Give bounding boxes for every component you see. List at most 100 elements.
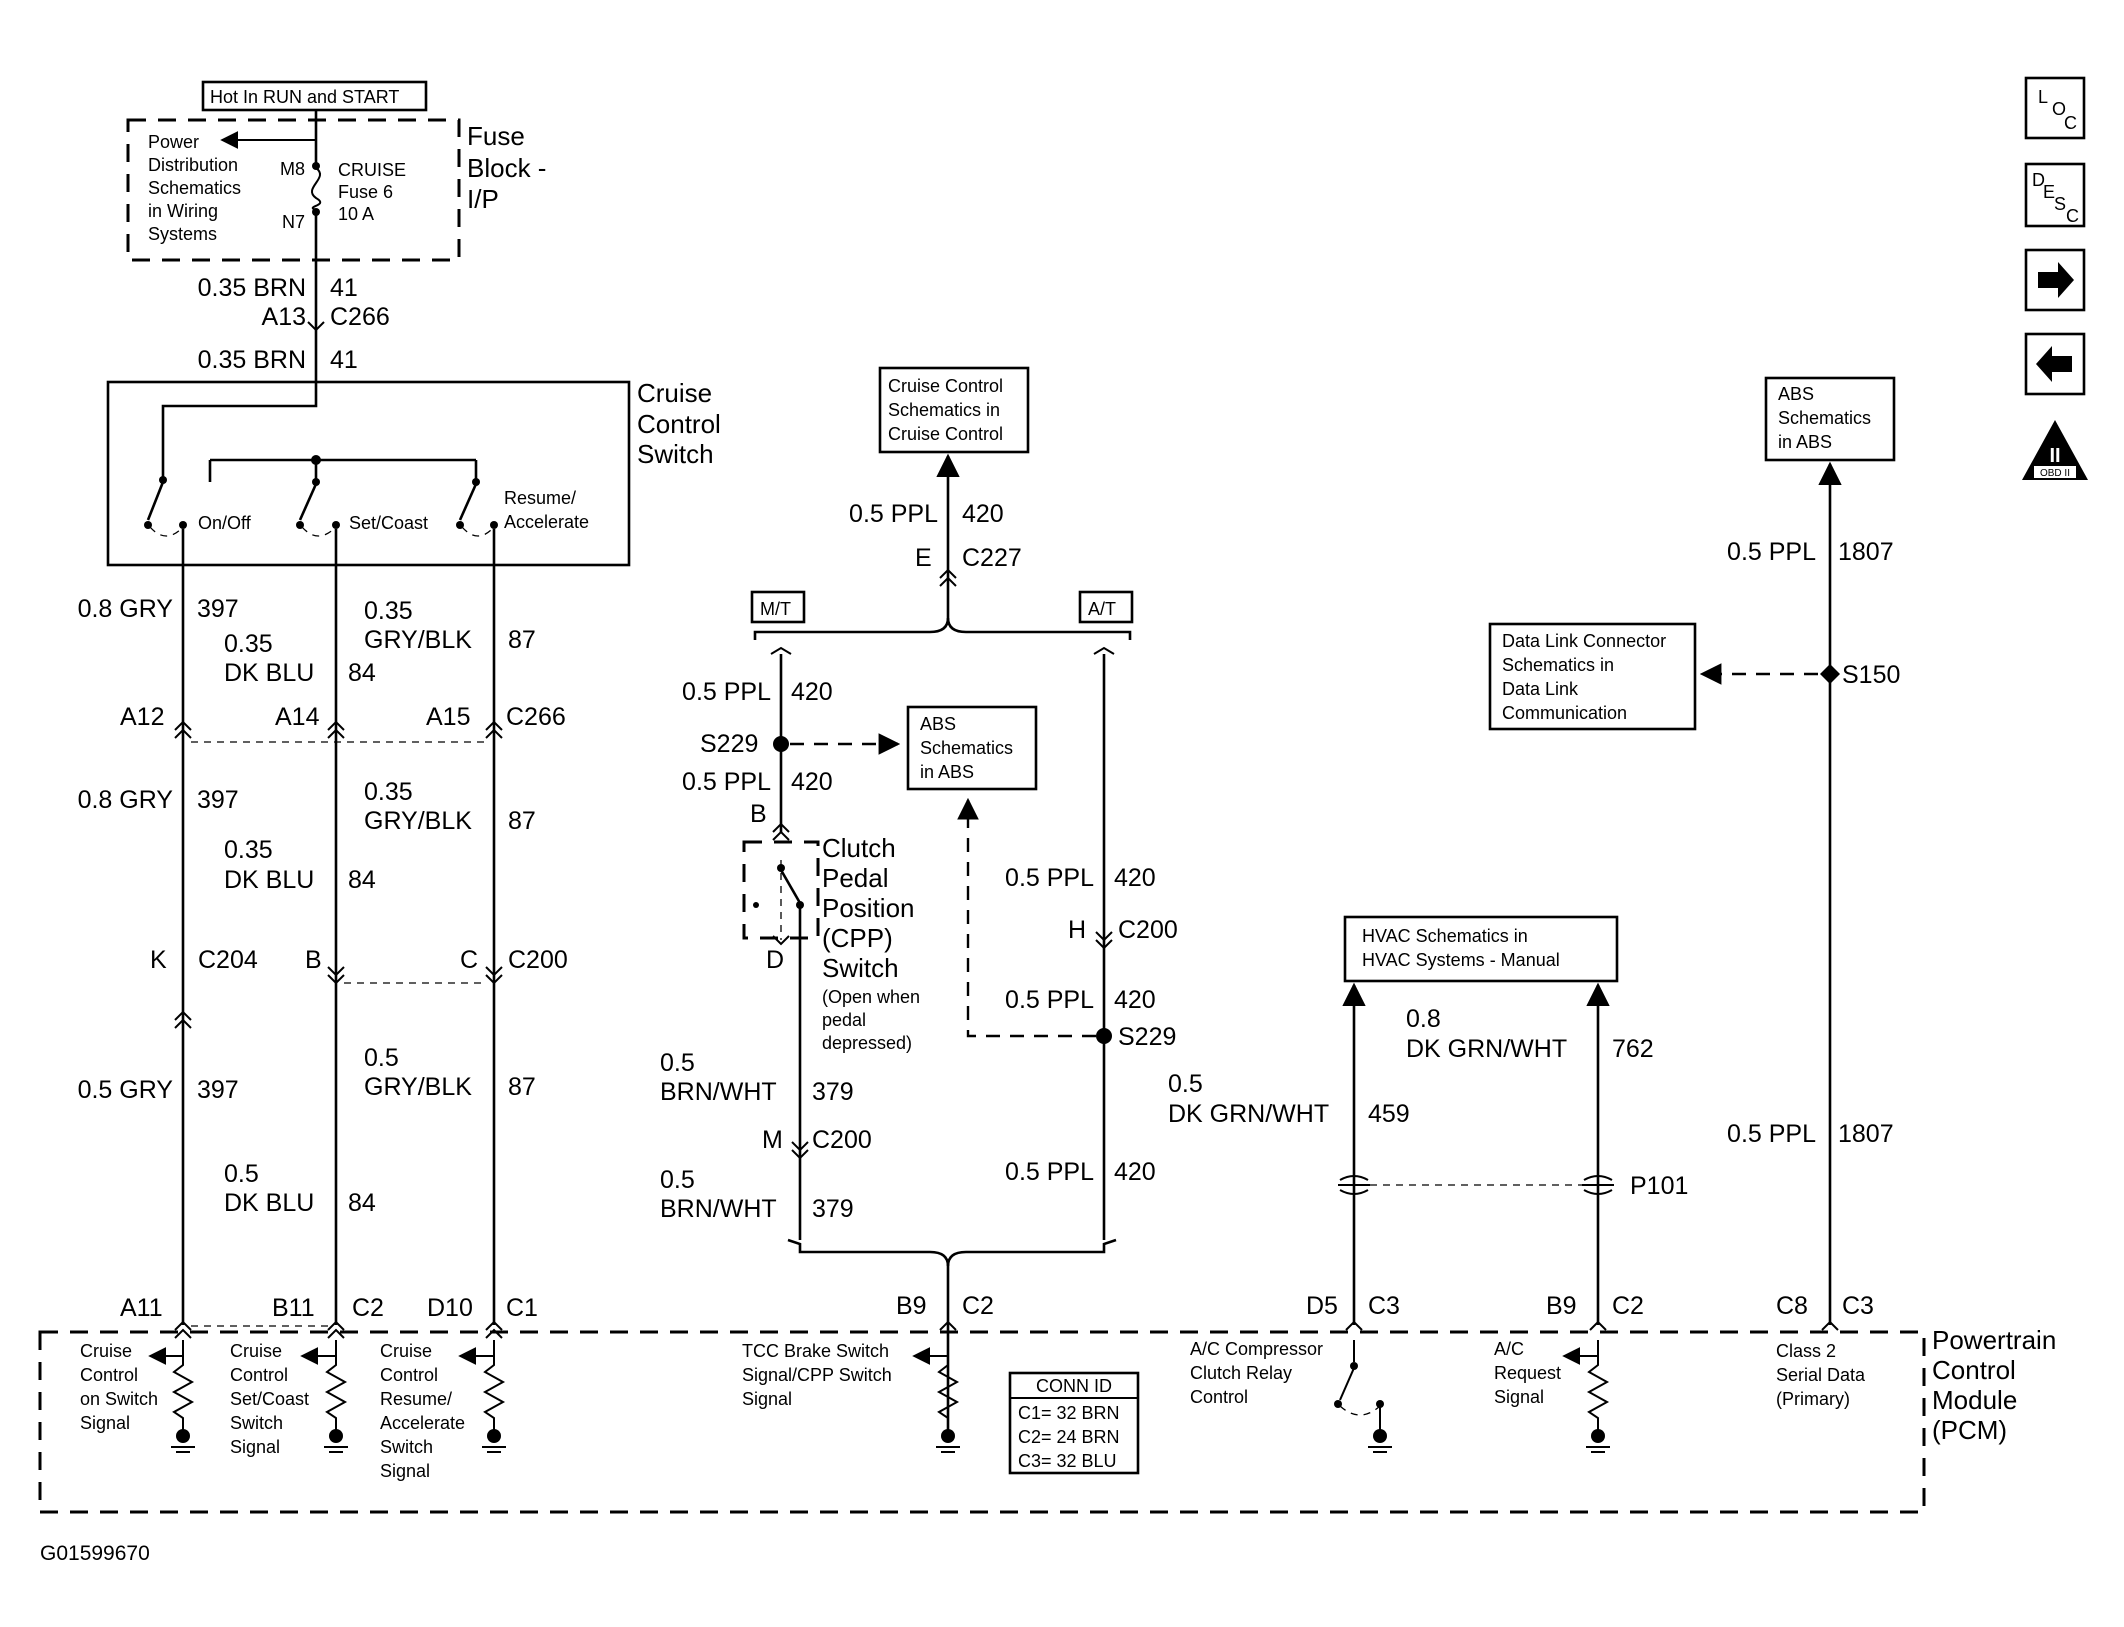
s229-label-a: S229	[700, 730, 758, 758]
abs-right-line-1: ABS	[1778, 384, 1814, 404]
fuse-label-1: CRUISE	[338, 160, 406, 180]
mt-tag: M/T	[760, 599, 791, 619]
fuse-block-outline	[126, 118, 461, 262]
wire-397-circuit-c: 397	[197, 1076, 239, 1104]
right-section: ABS Schematics in ABS 0.5 PPL 1807 Data …	[1488, 376, 1900, 1325]
wire-459-size-1: 0.5	[1168, 1070, 1203, 1098]
center-section: Cruise Control Schematics in Cruise Cont…	[660, 366, 1178, 1440]
obd-roman: II	[2049, 445, 2060, 467]
c200-pin-c: C	[460, 946, 478, 974]
sig-ac-req-1: A/C	[1494, 1339, 1524, 1359]
pcm-title-3: Module	[1932, 1385, 2017, 1415]
hot-label-box	[201, 80, 428, 112]
wire-87-size-b-2: GRY/BLK	[364, 807, 472, 835]
on-off-contact	[146, 481, 165, 521]
pcm-module: Powertrain Control Module (PCM) A11 B11 …	[38, 1292, 2056, 1514]
brn-379-size-a-2: BRN/WHT	[660, 1078, 777, 1106]
dlc-line-4: Communication	[1502, 703, 1627, 723]
pcm-pin-c2c: C2	[1612, 1292, 1644, 1320]
abs-right-line-2: Schematics	[1778, 408, 1871, 428]
obd-triangle-icon	[2022, 420, 2088, 480]
pcm-pin-c2a: C2	[352, 1294, 384, 1322]
sig-ac-relay-3: Control	[1190, 1387, 1248, 1407]
cruise-switch-title-3: Switch	[637, 439, 714, 469]
mt-420-size-2: 0.5 PPL	[682, 768, 771, 796]
loc-o: O	[2052, 99, 2066, 119]
c266-top-conn: C266	[330, 303, 390, 331]
sig-on-2: Control	[80, 1365, 138, 1385]
fuse-element	[310, 167, 322, 211]
dlc-line-1: Data Link Connector	[1502, 631, 1666, 651]
nav-loc-button[interactable]: L O C	[2024, 76, 2086, 140]
ac-relay-contact	[1339, 1367, 1355, 1401]
brn-379-circuit-b: 379	[812, 1195, 854, 1223]
c200-m-conn: C200	[812, 1126, 872, 1154]
sig-res-1: Cruise	[380, 1341, 432, 1361]
c227-conn: C227	[962, 544, 1022, 572]
on-off-label: On/Off	[198, 513, 252, 533]
sig-res-6: Signal	[380, 1461, 430, 1481]
cruise-control-switch: Cruise Control Switch On/Off Set/Coast R…	[106, 378, 721, 567]
cc-box-line-3: Cruise Control	[888, 424, 1003, 444]
at-420-circuit-3: 420	[1114, 1158, 1156, 1186]
nav-desc-button[interactable]: D E S C	[2024, 162, 2086, 228]
wire-1807-size-1: 0.5 PPL	[1727, 538, 1816, 566]
at-tag: A/T	[1088, 599, 1116, 619]
wire-87-circuit-a: 87	[508, 626, 536, 654]
sig-res-3: Resume/	[380, 1389, 452, 1409]
sig-set-3: Set/Coast	[230, 1389, 309, 1409]
wire-84-circuit-a: 84	[348, 659, 376, 687]
conn-id-title: CONN ID	[1036, 1376, 1112, 1396]
conn-id-table: CONN ID C1= 32 BRN C2= 24 BRN C3= 32 BLU	[1008, 1371, 1140, 1475]
cpp-note-2: pedal	[822, 1010, 866, 1030]
conn-id-row-1: C1= 32 BRN	[1018, 1403, 1120, 1423]
wire-459-size-2: DK GRN/WHT	[1168, 1100, 1329, 1128]
wire-397-size-c: 0.5 GRY	[78, 1076, 174, 1104]
hvac-box-line-2: HVAC Systems - Manual	[1362, 950, 1560, 970]
wire-87-size-b-1: 0.35	[364, 778, 413, 806]
wire-84-size-c-1: 0.5	[224, 1160, 259, 1188]
left-wires: 0.8 GRY 397 0.35 DK BLU 84 0.35 GRY/BLK …	[78, 529, 568, 1325]
resume-label-1: Resume/	[504, 488, 576, 508]
power-note-5: Systems	[148, 224, 217, 244]
wire-397-size-b: 0.8 GRY	[78, 786, 174, 814]
pcm-title-4: (PCM)	[1932, 1415, 2007, 1445]
wire-397-size-a: 0.8 GRY	[78, 595, 174, 623]
pcm-pin-b9b: B9	[1546, 1292, 1577, 1320]
wire-87-size-c-1: 0.5	[364, 1044, 399, 1072]
pcm-pin-c3a: C3	[1368, 1292, 1400, 1320]
c200-pin-b: B	[305, 946, 322, 974]
power-note-3: Schematics	[148, 178, 241, 198]
pin-m8: M8	[280, 159, 305, 179]
sig-set-2: Control	[230, 1365, 288, 1385]
fuse-block: Hot In RUN and START Power Distribution …	[126, 80, 546, 262]
cpp-note-1: (Open when	[822, 987, 920, 1007]
pcm-pin-b9a: B9	[896, 1292, 927, 1320]
nav-back-button[interactable]	[2024, 332, 2086, 396]
c204-pin: K	[150, 946, 167, 974]
sig-set-1: Cruise	[230, 1341, 282, 1361]
abs-center-line-3: in ABS	[920, 762, 974, 782]
at-tag-box	[1078, 590, 1134, 624]
nav-obd-button[interactable]: II OBD II	[2022, 420, 2088, 480]
nav-forward-button[interactable]	[2024, 248, 2086, 312]
pcm-load-a11	[171, 1340, 195, 1430]
cruise-control-ref-box	[878, 366, 1030, 454]
pcm-load-b9a	[936, 1340, 960, 1430]
pcm-outline	[38, 1330, 1926, 1514]
c266-pin-a15: A15	[426, 703, 470, 731]
dlc-ref-box	[1488, 622, 1697, 731]
cpp-title-2: Pedal	[822, 863, 889, 893]
sig-ac-req-2: Request	[1494, 1363, 1561, 1383]
at-c200-conn: C200	[1118, 916, 1178, 944]
dlc-line-3: Data Link	[1502, 679, 1579, 699]
wire-762-size-2: DK GRN/WHT	[1406, 1035, 1567, 1063]
c266-conn: C266	[506, 703, 566, 731]
c266-pin-a14: A14	[275, 703, 320, 731]
pcm-pin-c3b: C3	[1842, 1292, 1874, 1320]
resume-contact	[458, 483, 478, 521]
power-note-4: in Wiring	[148, 201, 218, 221]
mt-420-size-1: 0.5 PPL	[682, 678, 771, 706]
pcm-pin-d10: D10	[427, 1294, 473, 1322]
